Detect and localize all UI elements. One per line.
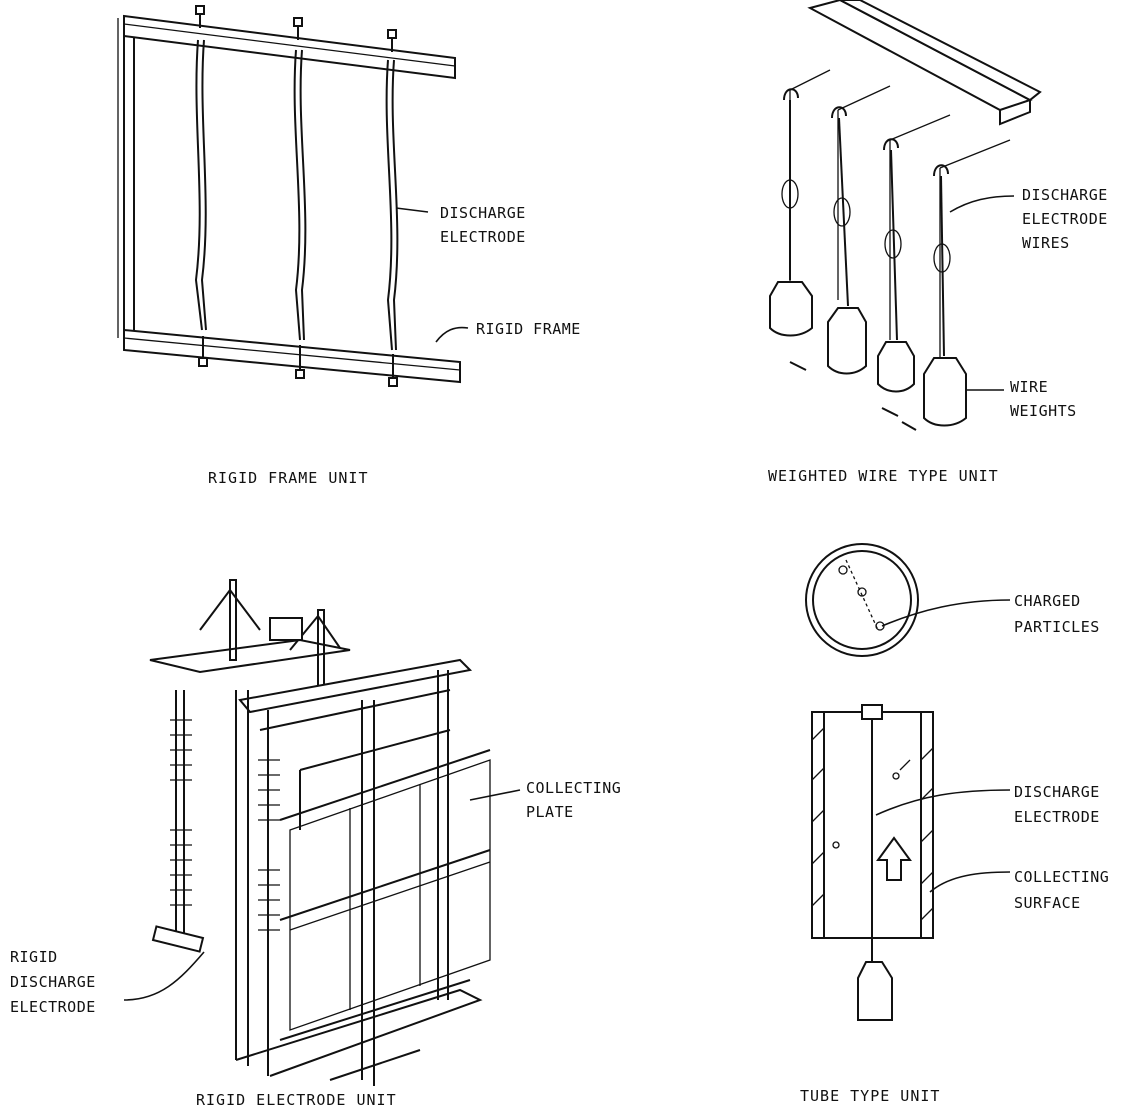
weighted-wire-drawing — [769, 0, 1042, 431]
wire-weights-label-line2: WEIGHTS — [1010, 402, 1077, 420]
discharge-wires-label: DISCHARGE — [1022, 186, 1108, 204]
discharge-electrode-wires — [789, 100, 945, 357]
rigid-discharge-electrode-label-line3: ELECTRODE — [10, 998, 96, 1016]
rigid-electrode-unit-caption: RIGID ELECTRODE UNIT — [196, 1091, 397, 1109]
tube-discharge-leader — [875, 789, 1011, 816]
tube-type-unit-panel: CHARGED PARTICLES DISCHARGE ELECTRODE CO… — [800, 543, 1109, 1105]
discharge-electrode-leader — [395, 207, 429, 213]
tube-discharge-electrode-label: DISCHARGE — [1014, 783, 1100, 801]
charged-particles-label: CHARGED — [1014, 592, 1081, 610]
wire-weights-label: WIRE — [1010, 378, 1048, 396]
wire-weights — [769, 281, 967, 427]
weighted-wire-unit-panel: DISCHARGE ELECTRODE WIRES WIRE WEIGHTS W… — [768, 0, 1108, 485]
discharge-wires-label-line2: ELECTRODE — [1022, 210, 1108, 228]
rigid-frame-unit-caption: RIGID FRAME UNIT — [208, 469, 369, 487]
tube-type-unit-caption: TUBE TYPE UNIT — [800, 1087, 940, 1105]
collecting-plate-leader — [469, 789, 521, 801]
discharge-wires-leader — [949, 195, 1015, 213]
rigid-discharge-leader — [123, 951, 205, 1001]
collecting-plate-label: COLLECTING — [526, 779, 621, 797]
collecting-surface-leader — [929, 871, 1011, 893]
collecting-surface-label-line2: SURFACE — [1014, 894, 1081, 912]
tube-discharge-electrode-label-line2: ELECTRODE — [1014, 808, 1100, 826]
rigid-frame-unit-panel: DISCHARGE ELECTRODE RIGID FRAME RIGID FR… — [117, 5, 581, 487]
rigid-discharge-electrode-label: RIGID — [10, 948, 58, 966]
rigid-frame-leader — [435, 326, 469, 343]
discharge-wires-label-line3: WIRES — [1022, 234, 1070, 252]
collecting-plate-label-line2: PLATE — [526, 803, 574, 821]
charged-particles-leader — [881, 599, 1011, 627]
weighted-wire-unit-caption: WEIGHTED WIRE TYPE UNIT — [768, 467, 999, 485]
discharge-electrode-rods — [194, 39, 399, 351]
collecting-surface-label: COLLECTING — [1014, 868, 1109, 886]
tube-longitudinal-view — [811, 704, 934, 1021]
rigid-electrode-drawing — [149, 579, 491, 1086]
rigid-electrode-unit-panel: COLLECTING PLATE RIGID DISCHARGE ELECTRO… — [10, 579, 621, 1109]
tube-cross-section — [805, 543, 919, 657]
charged-particles-label-line2: PARTICLES — [1014, 618, 1100, 636]
rigid-discharge-electrode-label-line2: DISCHARGE — [10, 973, 96, 991]
discharge-electrode-label: DISCHARGE — [440, 204, 526, 222]
discharge-electrode-label-line2: ELECTRODE — [440, 228, 526, 246]
rigid-frame-label: RIGID FRAME — [476, 320, 581, 338]
rigid-frame-drawing — [117, 5, 461, 387]
